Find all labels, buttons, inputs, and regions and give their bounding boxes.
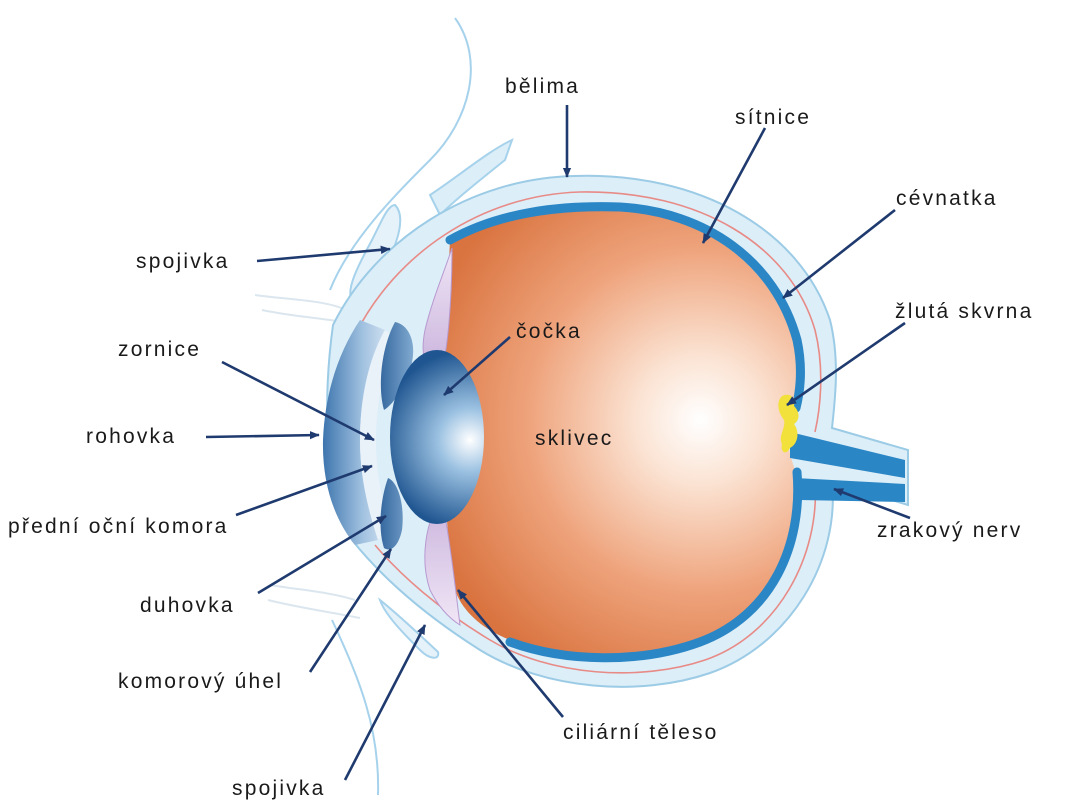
label-spojivka-bottom: spojivka: [232, 777, 325, 800]
arrow-cevnatka: [783, 210, 895, 298]
label-cocka: čočka: [516, 320, 582, 343]
label-sitnice: sítnice: [735, 106, 811, 129]
label-komorovy-uhel: komorový úhel: [118, 670, 283, 693]
vitreous-body: [443, 209, 798, 654]
arrow-spojivka-bottom: [345, 625, 425, 780]
label-spojivka-top: spojivka: [136, 250, 229, 273]
label-ciliarni-teleso: ciliární těleso: [563, 721, 719, 744]
label-zluta-skvrna: žlutá skvrna: [895, 300, 1033, 323]
label-cevnatka: cévnatka: [896, 187, 998, 210]
label-sklivec: sklivec: [535, 427, 613, 450]
label-duhovka: duhovka: [140, 594, 235, 617]
label-zornice: zornice: [118, 338, 201, 361]
label-predni-ocni-komora: přední oční komora: [8, 515, 229, 538]
arrow-rohovka: [206, 435, 319, 437]
lens: [390, 350, 484, 524]
label-zrakovy-nerv: zrakový nerv: [877, 519, 1022, 542]
label-belima: bělima: [505, 75, 580, 98]
label-rohovka: rohovka: [86, 425, 176, 448]
